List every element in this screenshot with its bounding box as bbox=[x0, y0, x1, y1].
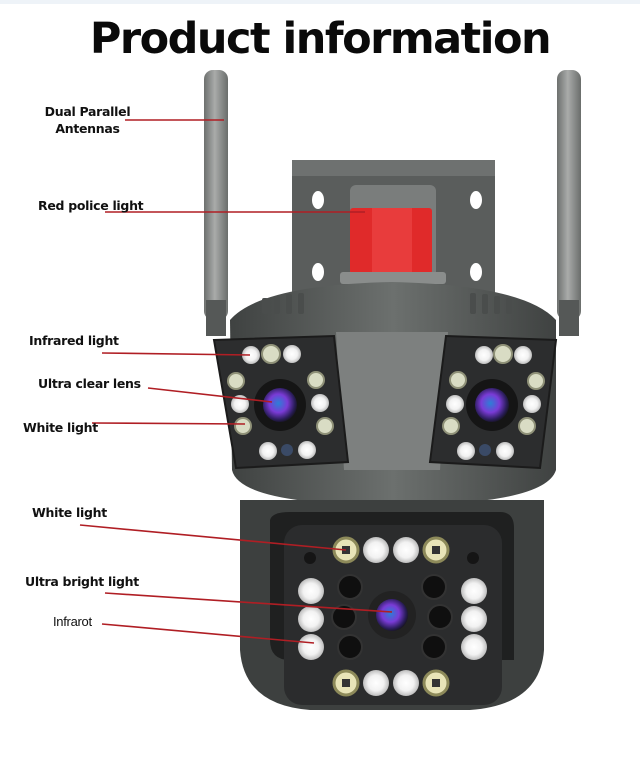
label-red-police-light: Red police light bbox=[38, 198, 144, 213]
front-led-panel bbox=[298, 536, 487, 697]
label-infrared-light: Infrared light bbox=[29, 333, 119, 348]
left-lens-module bbox=[212, 334, 350, 470]
antenna-right bbox=[557, 70, 581, 336]
label-ultra-bright-light: Ultra bright light bbox=[25, 574, 139, 589]
label-white-light-upper: White light bbox=[23, 420, 98, 435]
red-police-light bbox=[340, 208, 446, 284]
page-title: Product information bbox=[89, 14, 552, 64]
label-antennas-line1: Dual Parallel bbox=[44, 104, 131, 119]
label-antennas-line2: Antennas bbox=[55, 121, 120, 136]
leader-line-white-light-upper bbox=[91, 422, 246, 425]
label-white-light-lower: White light bbox=[32, 505, 107, 520]
right-lens-module bbox=[428, 334, 558, 470]
leader-line-ultra-bright-light bbox=[104, 592, 393, 613]
label-ultra-clear-lens: Ultra clear lens bbox=[38, 376, 141, 391]
leader-line-infrared-light bbox=[101, 352, 251, 356]
antenna-left bbox=[204, 70, 228, 336]
leader-line-ultra-clear-lens bbox=[147, 387, 273, 403]
top-band bbox=[0, 0, 640, 4]
label-infrarot: Infrarot bbox=[53, 614, 92, 629]
label-antennas: Dual Parallel Antennas bbox=[40, 103, 135, 137]
leader-line-white-light-lower bbox=[79, 524, 347, 551]
leader-line-infrarot bbox=[101, 623, 315, 644]
